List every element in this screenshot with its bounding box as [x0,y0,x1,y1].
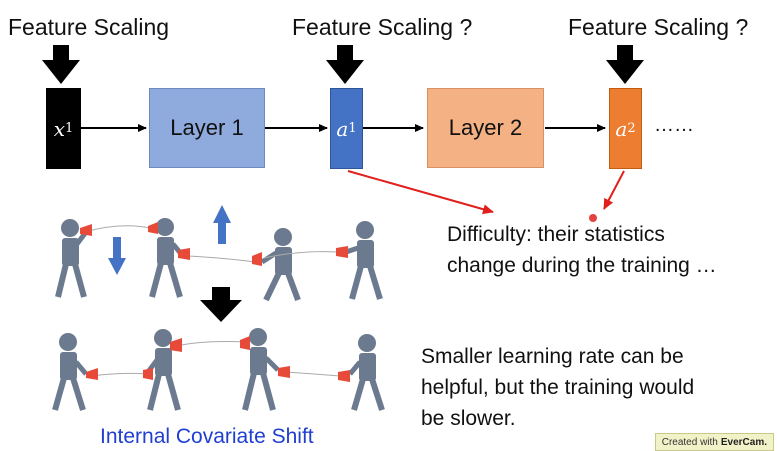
ellipsis: …… [654,114,694,136]
x1-superscript: 1 [65,121,74,136]
watermark-prefix: Created with [661,436,718,448]
difficulty-text: Difficulty: their statistics change duri… [447,219,767,281]
note-line-2: helpful, but the training would [421,376,695,399]
blue-arrow-up-icon [213,205,231,244]
red-pointer-arrow [603,170,625,210]
a2-superscript: 2 [627,121,636,136]
down-arrow-icon [606,45,644,84]
watermark-brand: EverCam. [720,436,767,448]
cursor-dot-icon [589,214,597,222]
red-pointer-arrow [347,170,494,215]
evercam-watermark: Created with EverCam. [654,433,774,451]
a2-symbol: a [615,116,628,141]
blue-arrow-down-icon [108,237,126,275]
cup-icons [86,336,350,382]
layer2-box: Layer 2 [427,88,544,168]
figures-top-illustration [55,218,383,302]
string-line [187,255,256,263]
layer1-box: Layer 1 [149,88,265,168]
note-line-3: be slower. [421,407,516,430]
layer1-label: Layer 1 [170,115,244,140]
string-line [91,372,149,377]
layer2-label: Layer 2 [448,115,523,140]
difficulty-line-2: change during the training … [447,254,717,277]
a1-superscript: 1 [348,121,357,136]
string-line [84,225,151,233]
x1-symbol: x [53,116,65,141]
string-line [175,341,247,347]
down-arrow-icon [326,45,364,84]
feature-scaling-label-3: Feature Scaling ? [568,14,749,40]
difficulty-line-1: Difficulty: their statistics [447,223,665,246]
note-text: Smaller learning rate can be helpful, bu… [421,341,771,434]
figures-bottom-illustration [52,328,385,411]
feature-scaling-label-1: Feature Scaling [8,14,170,40]
string-line [263,251,339,259]
down-arrow-icon [200,287,242,322]
cup-icons [80,222,348,266]
note-line-1: Smaller learning rate can be [421,345,684,368]
internal-covariate-shift-caption: Internal Covariate Shift [100,425,314,448]
string-line [285,371,341,377]
feature-scaling-label-2: Feature Scaling ? [292,14,473,40]
a1-symbol: a [336,116,349,141]
down-arrow-icon [42,45,80,84]
